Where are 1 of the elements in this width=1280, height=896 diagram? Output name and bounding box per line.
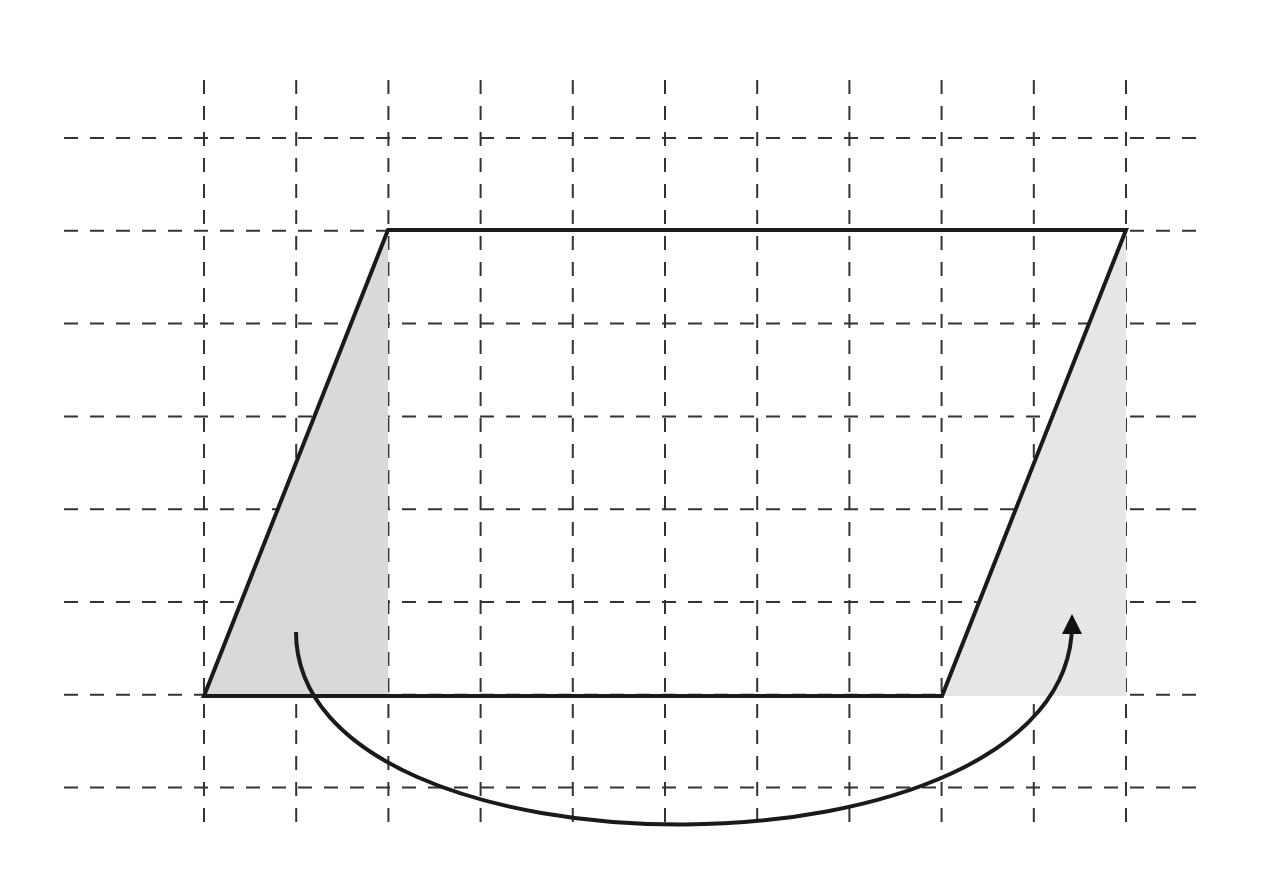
curved-arrow [294,614,1080,827]
